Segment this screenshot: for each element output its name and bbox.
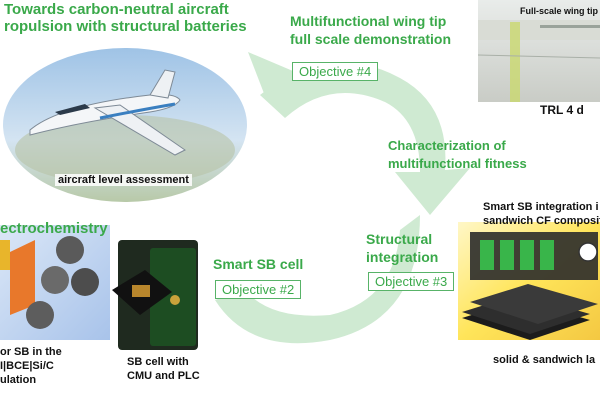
sb-cell-line2: CMU and PLC bbox=[127, 370, 200, 382]
wing-tip-title-line1: Multifunctional wing tip bbox=[290, 13, 447, 29]
sb-cell-label: SB cell with CMU and PLC bbox=[127, 355, 200, 383]
objective-4-badge: Objective #4 bbox=[292, 62, 379, 81]
sb-cell-line1: SB cell with bbox=[127, 356, 189, 368]
sb-left-line3: ulation bbox=[0, 374, 37, 386]
characterization-title: Characterization of multifunctional fitn… bbox=[388, 137, 558, 173]
objective-2-badge: Objective #2 bbox=[215, 280, 302, 299]
main-title-line1: Towards carbon-neutral aircraft bbox=[4, 1, 229, 18]
structural-integration-title: Structural integration bbox=[366, 230, 466, 266]
aircraft-assessment-label: aircraft level assessment bbox=[55, 174, 192, 186]
aircraft-image bbox=[3, 48, 247, 202]
electrochemistry-title: ectrochemistry bbox=[0, 220, 108, 237]
characterization-title-line1: Characterization of bbox=[388, 138, 506, 153]
characterization-title-line2: multifunctional fitness bbox=[388, 156, 527, 171]
smart-cell-title: Smart SB cell bbox=[213, 256, 304, 272]
main-title-line2: ropulsion with structural batteries bbox=[4, 18, 247, 35]
structural-title-line1: Structural bbox=[366, 231, 433, 247]
main-title: Towards carbon-neutral aircraft ropulsio… bbox=[4, 1, 274, 35]
objective-3-badge: Objective #3 bbox=[368, 272, 455, 291]
wing-tip-title: Multifunctional wing tip full scale demo… bbox=[290, 12, 480, 48]
cycle-arrow bbox=[215, 52, 470, 344]
sb-integration-line2: sandwich CF composit bbox=[483, 215, 600, 227]
full-scale-wing-tip-label: Full-scale wing tip bbox=[520, 6, 599, 16]
sb-left-line1: or SB in the bbox=[0, 346, 62, 358]
sb-integration-label: Smart SB integration i sandwich CF compo… bbox=[483, 200, 600, 228]
sb-integration-line1: Smart SB integration i bbox=[483, 201, 599, 213]
structural-title-line2: integration bbox=[366, 249, 439, 265]
wing-tip-image bbox=[477, 0, 600, 102]
trl-label: TRL 4 d bbox=[540, 103, 584, 117]
sb-left-line2: I|BCE|Si/C bbox=[0, 360, 54, 372]
sb-left-label: or SB in the I|BCE|Si/C ulation bbox=[0, 345, 62, 387]
sandwich-composite-image bbox=[458, 222, 600, 340]
electrochemistry-image bbox=[0, 225, 110, 340]
solid-sandwich-label: solid & sandwich la bbox=[493, 354, 596, 366]
smart-cell-image bbox=[112, 240, 198, 350]
wing-tip-title-line2: full scale demonstration bbox=[290, 31, 452, 47]
